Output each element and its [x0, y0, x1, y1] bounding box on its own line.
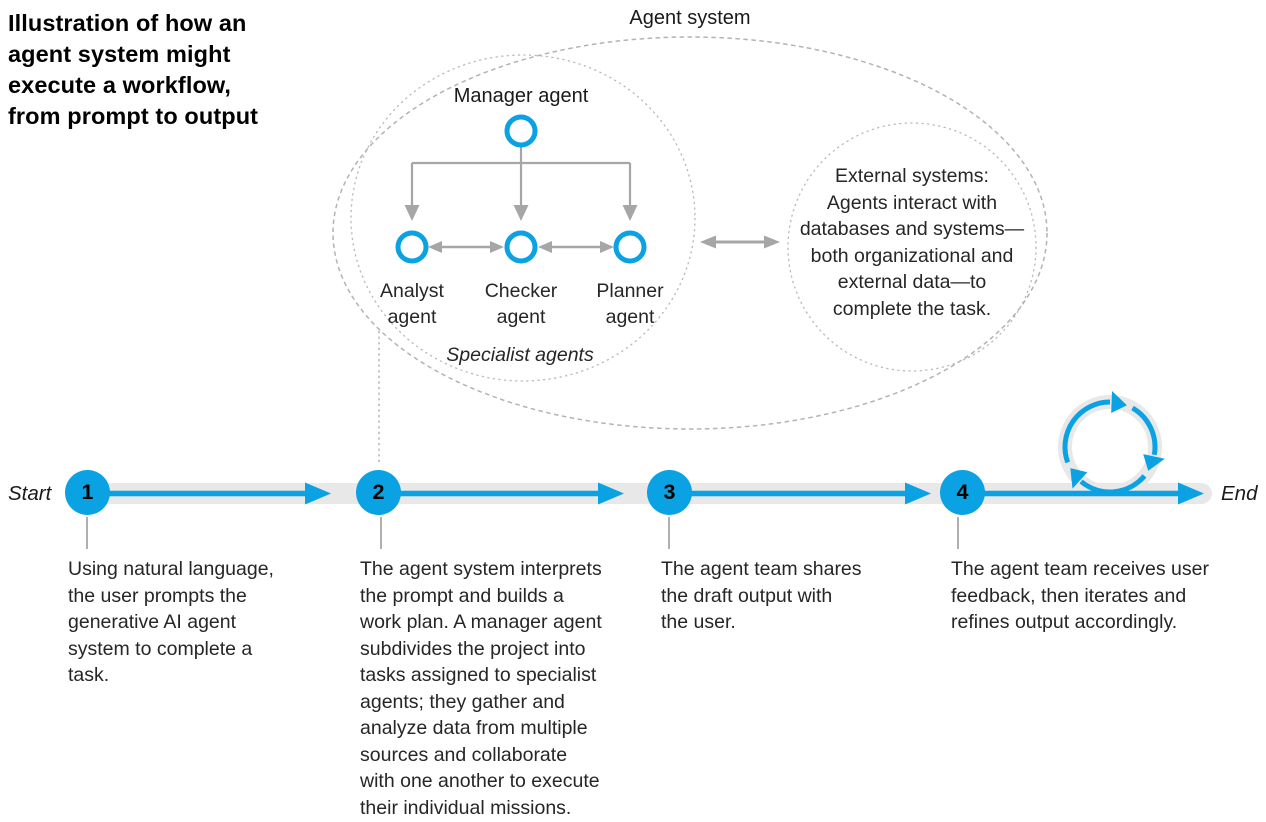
- step-3-marker: 3: [647, 470, 692, 515]
- agent-system-boundary: [332, 36, 1048, 430]
- org-tree-arrowheads: [404, 205, 638, 221]
- external-systems-text: External systems: Agents interact with d…: [799, 165, 1025, 320]
- analyst-agent-label: Analyst agent: [380, 280, 444, 328]
- step-description-ticks: [86, 517, 959, 549]
- step-1-description: Using natural language, the user prompts…: [68, 558, 274, 686]
- iteration-loop-icon: [1058, 391, 1165, 499]
- step-1-marker: 1: [65, 470, 110, 515]
- timeline-start-label: Start: [8, 482, 52, 505]
- analyst-agent-icon: [395, 230, 429, 264]
- exhibit-title: Illustration of how an agent system migh…: [8, 10, 259, 129]
- step-4-marker: 4: [940, 470, 985, 515]
- timeline-flow-arrows: [100, 482, 1204, 505]
- step-2-marker: 2: [356, 470, 401, 515]
- external-systems-circle: [787, 122, 1037, 372]
- planner-agent-icon: [613, 230, 647, 264]
- manager-agent-icon: [504, 114, 538, 148]
- checker-agent-label: Checker agent: [484, 280, 558, 328]
- step-4-description: The agent team receives user feedback, t…: [951, 558, 1209, 633]
- org-tree-connector: [410, 147, 632, 206]
- step-3-description: The agent team shares the draft output w…: [661, 558, 862, 633]
- agent-system-label: Agent system: [629, 7, 751, 29]
- specialist-agents-circle: [350, 54, 696, 382]
- timeline-end-label: End: [1221, 482, 1258, 505]
- specialist-link-arrows: [428, 241, 614, 253]
- step-2-description: The agent system interprets the prompt a…: [360, 558, 602, 819]
- specialist-agents-caption: Specialist agents: [446, 344, 594, 366]
- checker-agent-icon: [504, 230, 538, 264]
- planner-agent-label: Planner agent: [596, 280, 664, 328]
- external-link-arrow: [700, 235, 780, 249]
- manager-agent-label: Manager agent: [453, 85, 589, 107]
